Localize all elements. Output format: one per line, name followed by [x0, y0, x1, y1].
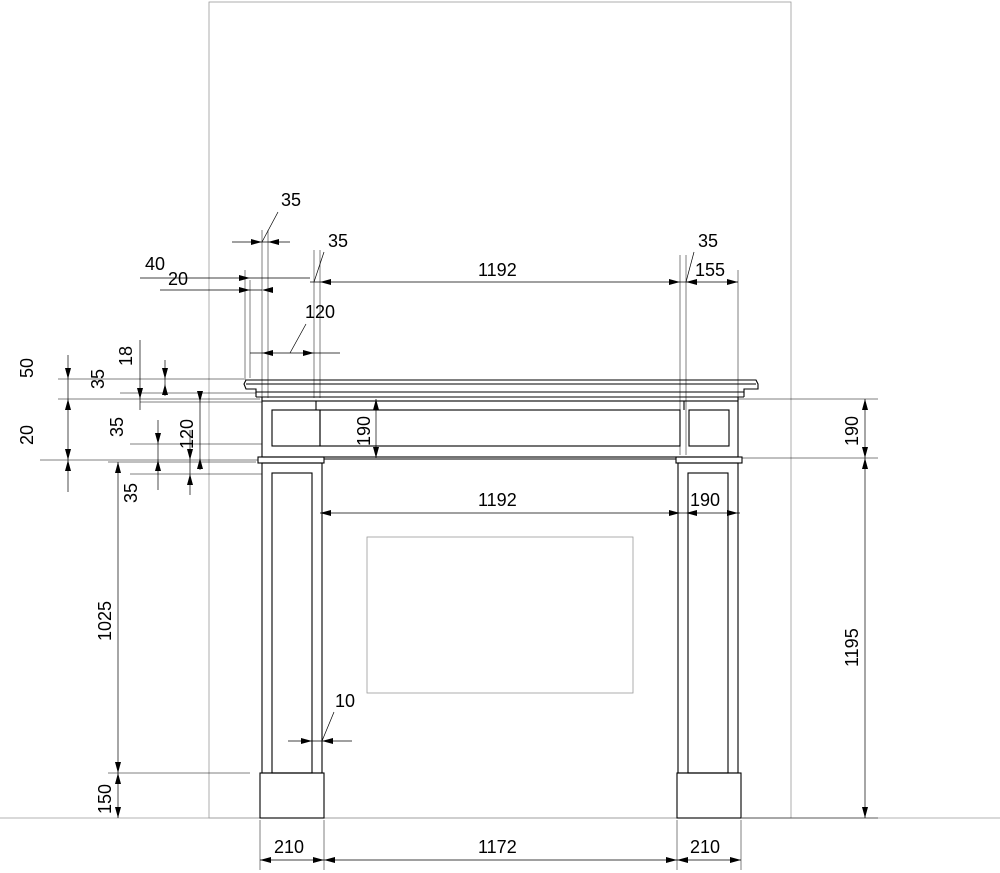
dim-top-35-b: 35 — [328, 231, 348, 251]
dim-top-35: 35 — [281, 190, 301, 210]
dim-bottom-1172: 1172 — [478, 837, 517, 857]
dim-left-20: 20 — [17, 425, 37, 445]
dim-top-120: 120 — [305, 302, 335, 322]
right-pilaster — [676, 462, 742, 819]
dim-opening-1192: 1192 — [478, 490, 517, 510]
frieze — [261, 400, 739, 458]
dimension-arrowheads — [65, 239, 868, 863]
dim-top-155: 155 — [695, 260, 725, 280]
dim-right-1195: 1195 — [842, 628, 862, 667]
dim-bottom-210-left: 210 — [274, 837, 304, 857]
dim-left-50: 50 — [17, 358, 37, 378]
dim-gap-10: 10 — [335, 691, 355, 711]
dim-left-1025: 1025 — [95, 601, 115, 641]
dim-left-35-b: 35 — [107, 417, 127, 437]
dim-top-20: 20 — [168, 269, 188, 289]
left-pilaster — [259, 462, 325, 819]
dim-bottom-210-right: 210 — [690, 837, 720, 857]
dim-left-120: 120 — [177, 419, 197, 449]
capital-band — [257, 456, 743, 464]
dim-right-190: 190 — [842, 416, 862, 446]
dim-left-35-c: 35 — [121, 483, 141, 503]
dim-jamb-190: 190 — [690, 490, 720, 510]
dimension-labels: 35 40 20 35 1192 35 155 120 50 35 18 35 … — [17, 190, 862, 857]
dim-left-35: 35 — [88, 369, 108, 389]
dim-top-40: 40 — [145, 254, 165, 274]
dim-left-18: 18 — [116, 346, 136, 366]
dim-top-1192: 1192 — [478, 260, 517, 280]
dim-top-35-right: 35 — [698, 231, 718, 251]
dimension-lines — [40, 211, 878, 870]
mantel-shelf — [243, 379, 759, 402]
firebox-opening — [366, 536, 634, 694]
dim-frieze-190: 190 — [354, 416, 374, 446]
dim-left-150: 150 — [95, 784, 115, 814]
